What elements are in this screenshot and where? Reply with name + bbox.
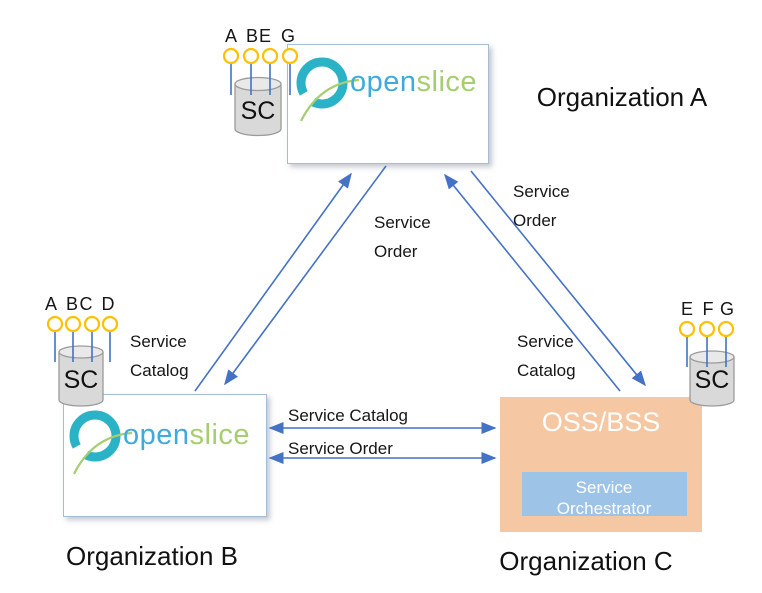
edge-label-ac-service-order: Service Order [513, 177, 570, 235]
exposed-interfaces-a [222, 47, 299, 95]
arrow-a-to-c-service-catalog [470, 170, 646, 387]
service-catalog-db-label-c: SC [694, 366, 730, 394]
ac-order-line2: Order [513, 211, 557, 230]
cylinder-top-a [234, 76, 282, 92]
oss-bss-label: OSS/BSS [541, 407, 661, 437]
cylinder-top-c [689, 350, 735, 364]
openslice-logo-text-a: openslice [350, 66, 477, 99]
exposed-interfaces-c [678, 320, 735, 367]
interface-label-a1: A [224, 26, 238, 46]
interface-label-a3: E [258, 26, 272, 46]
arrow-c-to-a-service-order [444, 173, 621, 392]
exposed-interfaces-b [46, 315, 119, 362]
interface-label-c2: F [702, 299, 714, 319]
interface-circles-a [222, 47, 299, 65]
logo-slice-b: slice [189, 419, 251, 451]
arrow-b-to-a-service-order [194, 172, 352, 392]
interface-label-a2: B [245, 26, 259, 46]
org-b-catalog-note-line2: Catalog [130, 361, 189, 380]
edge-label-bc-service-order: Service Order [288, 439, 393, 458]
interface-label-b1: A [44, 294, 58, 314]
cylinder-top-b [58, 345, 104, 359]
orchestrator-line1: Service [575, 478, 633, 497]
interface-label-a4: G [280, 26, 296, 46]
logo-slice-a: slice [416, 66, 478, 98]
service-catalog-cylinder-c [689, 350, 735, 407]
arrow-a-to-b-service-catalog [224, 165, 387, 386]
interface-label-b2: B [65, 294, 79, 314]
org-b-title: Organization B [66, 541, 238, 571]
service-orchestrator-label: Service Orchestrator [557, 477, 651, 519]
interface-circles-b [46, 315, 119, 333]
interface-label-c3: G [719, 299, 735, 319]
org-b-service-catalog-note: Service Catalog [130, 327, 189, 385]
interface-label-b4: D [101, 294, 115, 314]
orchestrator-line2: Orchestrator [556, 499, 652, 518]
edge-label-ac-service-catalog: Service Catalog [517, 327, 576, 385]
service-flow-arrows [194, 165, 646, 465]
ac-catalog-line2: Catalog [517, 361, 576, 380]
interface-label-c1: E [680, 299, 694, 319]
ac-order-line1: Service [513, 182, 570, 201]
org-c-title: Organization C [499, 546, 673, 576]
edge-label-bc-service-catalog: Service Catalog [288, 406, 409, 425]
openslice-logo-mark-b [69, 410, 133, 475]
edge-label-ab-service-order: Service Order [374, 208, 431, 266]
openslice-logo-text-b: openslice [123, 419, 250, 452]
logo-open-a: open [350, 66, 417, 98]
org-b-catalog-note-line1: Service [130, 332, 187, 351]
service-orchestrator-box [522, 472, 687, 516]
logo-open-b: open [123, 419, 190, 451]
interface-label-b3: C [79, 294, 93, 314]
ab-order-line1: Service [374, 213, 431, 232]
org-a-title: Organization A [536, 82, 708, 112]
interface-circles-c [678, 320, 735, 338]
openslice-logo-mark-a [296, 57, 360, 122]
service-catalog-db-label-b: SC [63, 366, 99, 394]
service-catalog-db-label-a: SC [240, 97, 276, 125]
ab-order-line2: Order [374, 242, 418, 261]
ac-catalog-line1: Service [517, 332, 574, 351]
